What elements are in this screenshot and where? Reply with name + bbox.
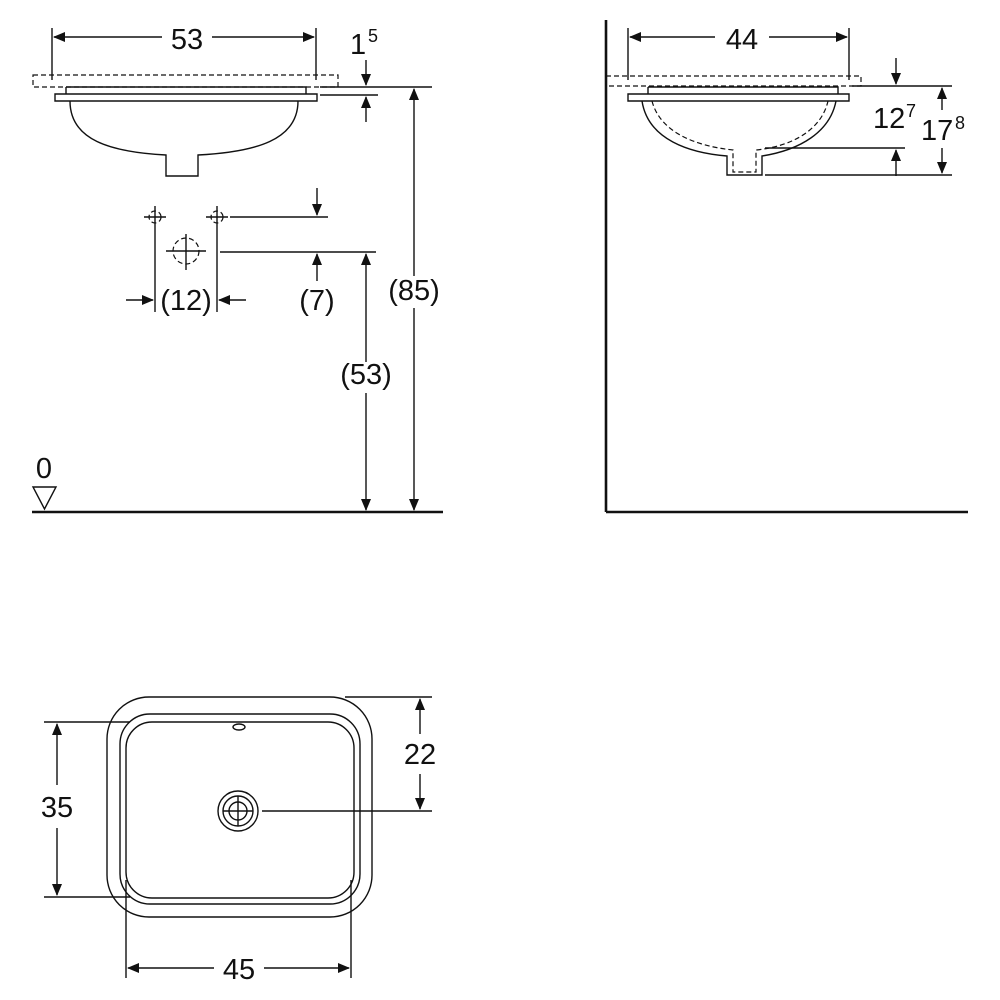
basin-rim-top <box>65 86 307 94</box>
side-countertop-outline <box>605 75 862 87</box>
basin-outer-outline <box>106 696 373 918</box>
top-width-label: 45 <box>223 954 255 986</box>
side-basin-bowl-inner <box>651 100 829 173</box>
tap-hole-right-icon <box>206 206 228 228</box>
countertop-outline <box>32 74 339 88</box>
basin-rim <box>54 93 318 102</box>
tap-height-label: (53) <box>340 359 392 391</box>
top-depth-label: 35 <box>41 792 73 824</box>
total-height-label: (85) <box>388 275 440 307</box>
side-basin-rim-top <box>647 86 839 94</box>
drain-offset-label: 22 <box>404 739 436 771</box>
basin-rim-inner-outline <box>119 713 361 905</box>
front-width-label: 53 <box>171 24 203 56</box>
side-width-label: 44 <box>726 24 758 56</box>
total-depth-superscript: 8 <box>955 113 965 133</box>
bowl-depth-label: 12 <box>873 103 905 135</box>
rim-thickness-superscript: 5 <box>368 26 378 46</box>
floor-level-label: 0 <box>36 453 52 485</box>
total-depth-label: 17 <box>921 115 953 147</box>
overflow-icon <box>232 723 246 731</box>
front-view: 53 1 5 (12) <box>31 24 443 514</box>
bowl-depth-superscript: 7 <box>906 101 916 121</box>
rim-thickness-label: 1 <box>350 29 366 61</box>
tap-offset-label: (7) <box>299 285 334 317</box>
drain-icon <box>217 790 259 832</box>
datum-triangle-icon <box>31 486 58 511</box>
tap-center-hole-icon <box>166 234 206 270</box>
side-view: 44 12 7 17 8 <box>604 20 968 514</box>
basin-bowl <box>69 100 299 177</box>
side-basin-rim <box>627 93 850 102</box>
basin-bowl-outline <box>125 721 355 899</box>
top-view: 22 35 45 <box>41 696 436 986</box>
tap-hole-left-icon <box>144 206 166 228</box>
side-basin-bowl <box>641 100 837 176</box>
tap-spacing-label: (12) <box>160 285 212 317</box>
